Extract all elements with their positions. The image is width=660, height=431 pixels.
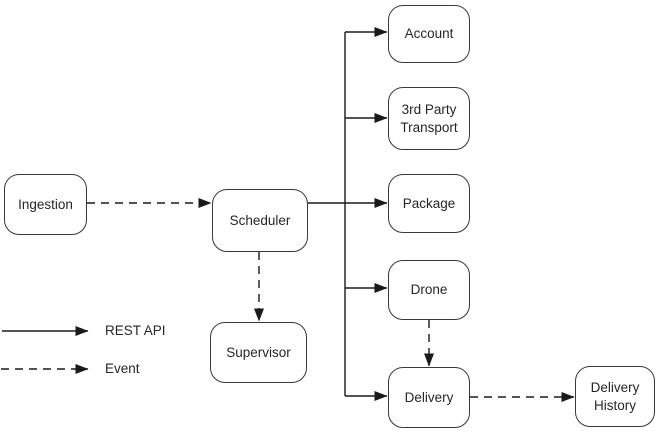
node-delivery-label: Delivery	[404, 389, 454, 405]
node-third-party-transport: 3rd Party Transport	[388, 87, 470, 150]
node-account-label: Account	[404, 26, 454, 42]
legend-event-label: Event	[105, 361, 140, 376]
node-ingestion-label: Ingestion	[18, 196, 73, 212]
node-drone-label: Drone	[410, 282, 448, 298]
node-supervisor-label: Supervisor	[226, 344, 291, 360]
node-supervisor: Supervisor	[210, 322, 307, 383]
node-scheduler: Scheduler	[212, 189, 308, 252]
node-account: Account	[388, 5, 470, 63]
node-third-party-transport-label: 3rd Party Transport	[400, 101, 458, 135]
node-delivery-history: Delivery History	[575, 366, 655, 427]
node-scheduler-label: Scheduler	[229, 212, 291, 228]
node-package-label: Package	[402, 195, 456, 211]
node-ingestion: Ingestion	[4, 174, 87, 235]
node-delivery-history-label: Delivery History	[590, 379, 640, 413]
node-delivery: Delivery	[388, 367, 470, 428]
node-package: Package	[388, 174, 470, 233]
legend-rest-api-label: REST API	[105, 323, 166, 338]
node-drone: Drone	[388, 260, 470, 320]
